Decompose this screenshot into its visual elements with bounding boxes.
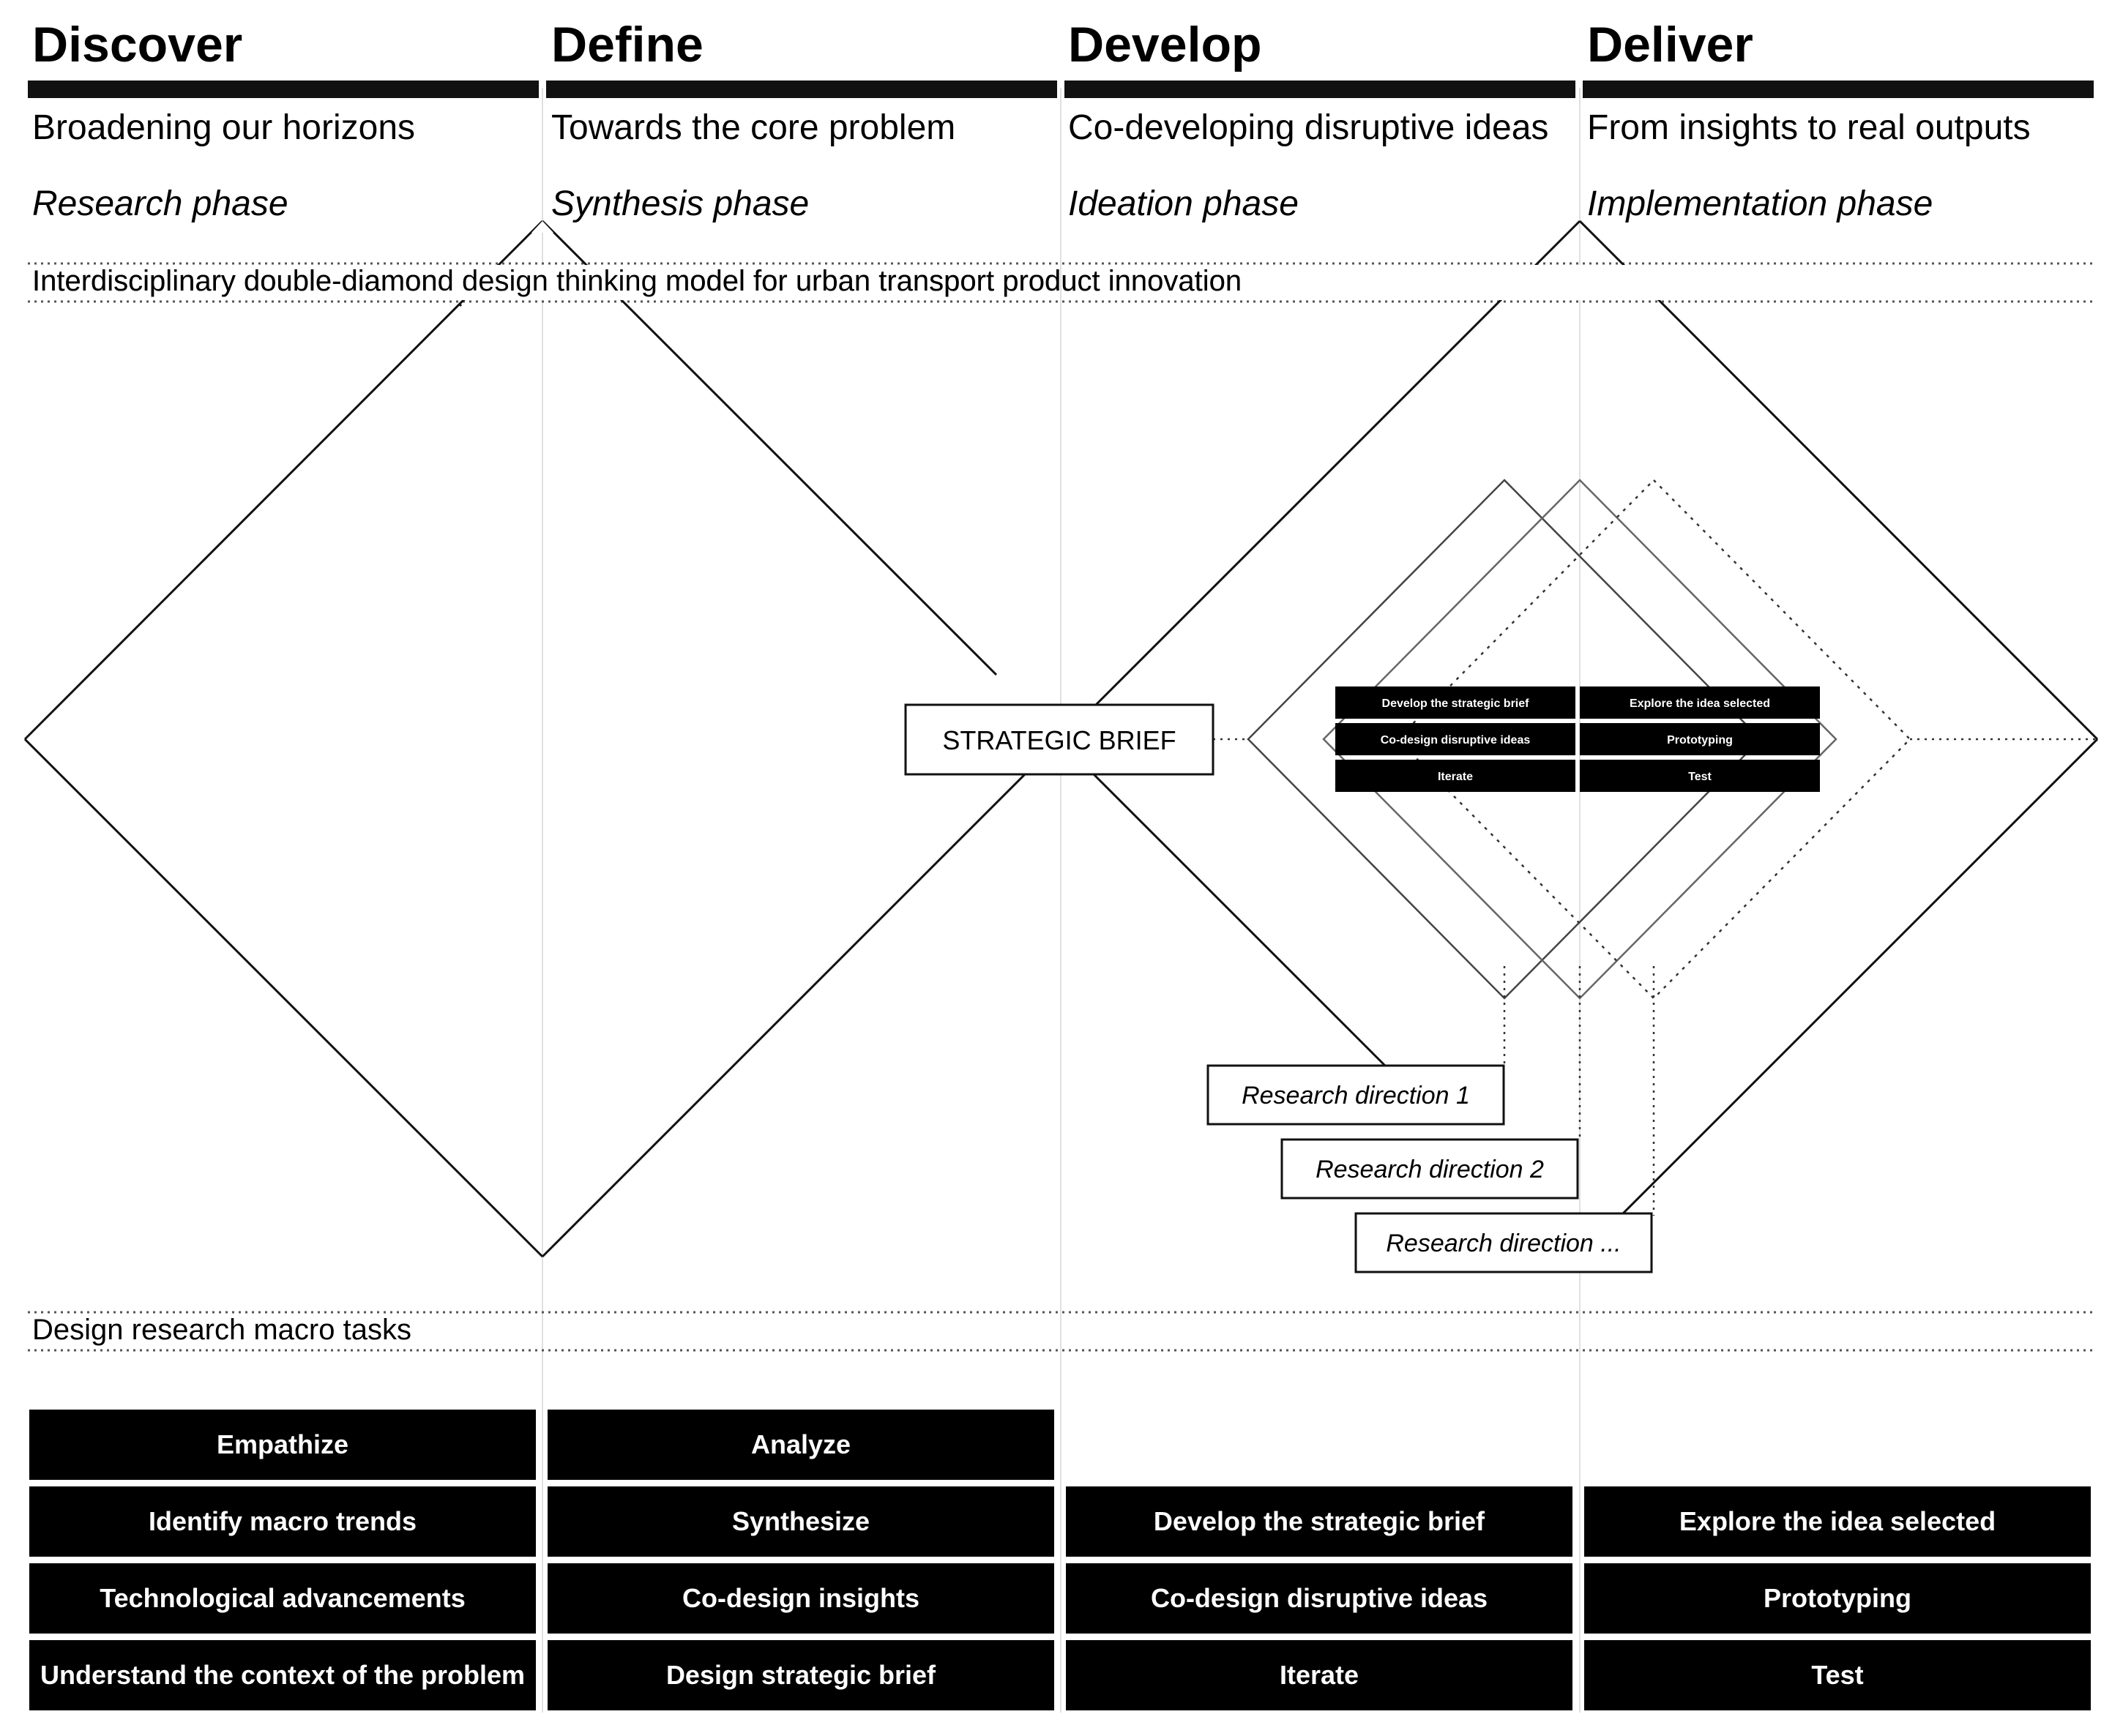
phase-subtitle: From insights to real outputs: [1587, 108, 2031, 147]
macro-task-box: [29, 1410, 536, 1480]
macro-task-box: [548, 1640, 1054, 1710]
research-direction-label: Research direction ...: [1386, 1230, 1621, 1257]
macro-task-label: Explore the idea selected: [1679, 1506, 1996, 1536]
mini-task-label: Test: [1688, 771, 1712, 783]
macro-task-label: Design strategic brief: [666, 1660, 936, 1690]
phase-bar: [546, 81, 1057, 98]
macro-task-box: [29, 1486, 536, 1557]
phase-discover-header: Discover Broadening our horizons Researc…: [28, 17, 539, 223]
macro-task-label: Prototyping: [1764, 1583, 1911, 1613]
phase-bar: [1583, 81, 2094, 98]
macro-task-box: [548, 1563, 1054, 1634]
macro-task-label: Co-design disruptive ideas: [1151, 1583, 1488, 1613]
macro-task-label: Synthesize: [732, 1506, 870, 1536]
research-direction-box: [1206, 1064, 1505, 1126]
macro-task-grid: Empathize Identify macro trends Technolo…: [29, 1410, 2091, 1710]
macro-label-band: Design research macro tasks: [28, 1311, 2094, 1352]
research-direction-box: [1354, 1212, 1653, 1273]
phase-title: Discover: [32, 17, 242, 72]
macro-task-box: [29, 1563, 536, 1634]
inner-diamond-2: [1322, 479, 1837, 1000]
phase-subtitle: Broadening our horizons: [32, 108, 415, 147]
phase-title: Define: [551, 17, 704, 72]
mini-task-box: [1580, 723, 1820, 755]
mini-task-box: [1580, 686, 1820, 719]
macro-task-label: Test: [1811, 1660, 1863, 1690]
macro-task-box: [548, 1410, 1054, 1480]
diamond-left: [23, 220, 1026, 1258]
phase-subtitle: Co-developing disruptive ideas: [1068, 108, 1548, 147]
strategic-brief-label: STRATEGIC BRIEF: [942, 725, 1176, 755]
research-directions: Research direction 1 Research direction …: [1206, 1064, 1653, 1273]
mini-task-box: [1335, 686, 1575, 719]
mini-task-box: [1335, 760, 1575, 792]
macro-task-label: Co-design insights: [682, 1583, 919, 1613]
mini-task-grid: Develop the strategic brief Co-design di…: [1335, 686, 1820, 792]
phase-define-header: Define Towards the core problem Synthesi…: [546, 17, 1057, 223]
dotted-connectors: [1213, 738, 2097, 1216]
phase-name: Synthesis phase: [551, 184, 809, 223]
macro-task-box: [548, 1486, 1054, 1557]
diamond-right: [1092, 220, 2099, 1217]
mini-task-box: [1580, 760, 1820, 792]
mini-task-label: Develop the strategic brief: [1382, 697, 1530, 710]
phase-bar: [1064, 81, 1575, 98]
macro-label: Design research macro tasks: [32, 1314, 411, 1346]
macro-task-box: [1066, 1486, 1572, 1557]
mini-task-label: Prototyping: [1667, 734, 1733, 747]
mini-task-label: Explore the idea selected: [1630, 697, 1770, 710]
phase-title: Deliver: [1587, 17, 1753, 72]
phase-title: Develop: [1068, 17, 1262, 72]
macro-task-label: Technological advancements: [100, 1583, 465, 1613]
inner-diamond-1: [1247, 479, 1762, 1000]
model-label-repeat: Interdisciplinary double-diamond design …: [32, 265, 1242, 297]
mini-task-label: Co-design disruptive ideas: [1381, 734, 1531, 747]
phase-develop-header: Develop Co-developing disruptive ideas I…: [1064, 17, 1575, 223]
inner-diamonds: [1247, 479, 1911, 1000]
research-direction-box: [1280, 1138, 1579, 1200]
macro-task-box: [1066, 1640, 1572, 1710]
inner-diamond-3: [1396, 479, 1911, 1000]
phase-deliver-header: Deliver From insights to real outputs Im…: [1583, 17, 2094, 223]
phase-name: Ideation phase: [1068, 184, 1299, 223]
macro-task-box: [1066, 1563, 1572, 1634]
macro-task-box: [1584, 1563, 2091, 1634]
phase-name: Implementation phase: [1587, 184, 1933, 223]
macro-task-label: Identify macro trends: [149, 1506, 417, 1536]
mini-task-box: [1335, 723, 1575, 755]
phase-name: Research phase: [32, 184, 288, 223]
macro-task-label: Develop the strategic brief: [1154, 1506, 1485, 1536]
research-direction-label: Research direction 1: [1242, 1082, 1470, 1110]
macro-task-box: [29, 1640, 536, 1710]
strategic-brief-box: STRATEGIC BRIEF: [904, 703, 1214, 776]
macro-task-label: Understand the context of the problem: [40, 1660, 525, 1690]
macro-task-label: Empathize: [217, 1429, 348, 1459]
macro-task-box: [1584, 1640, 2091, 1710]
macro-task-box: [1584, 1486, 2091, 1557]
macro-task-label: Iterate: [1280, 1660, 1359, 1690]
mini-task-label: Iterate: [1438, 771, 1473, 783]
macro-task-label: Analyze: [751, 1429, 851, 1459]
phase-bar: [28, 81, 539, 98]
column-dividers: [542, 88, 1581, 1713]
phase-subtitle: Towards the core problem: [551, 108, 955, 147]
research-direction-label: Research direction 2: [1316, 1156, 1544, 1183]
